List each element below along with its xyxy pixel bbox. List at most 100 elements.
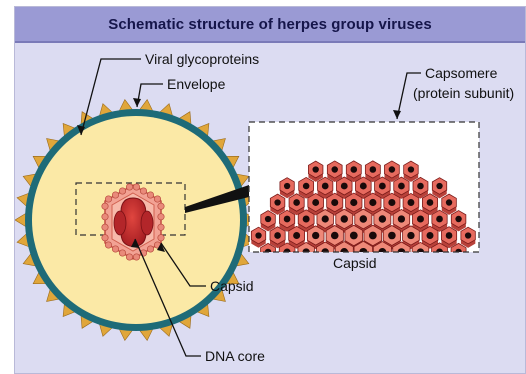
capsomere-hole <box>351 166 358 173</box>
capsomere-hole <box>293 199 300 206</box>
capsomere-hole <box>313 166 319 172</box>
arrowhead-envelope <box>133 98 141 107</box>
capsomere-hole <box>312 265 319 272</box>
capsomere <box>422 259 438 278</box>
capsid-bump <box>102 203 108 209</box>
capsomere-hole <box>389 166 396 173</box>
capsid-bump <box>158 224 164 230</box>
capsomere-hole <box>360 183 367 190</box>
capsomere-hole <box>322 183 329 190</box>
capsid-bump <box>126 254 132 260</box>
capsomere-hole <box>407 265 414 272</box>
capsomere-hole <box>427 199 434 206</box>
capsomere-hole <box>303 216 310 223</box>
capsid-bump <box>147 246 153 252</box>
capsid-bump <box>158 203 164 209</box>
capsomere-side <box>307 263 324 283</box>
capsid-bump <box>102 214 108 220</box>
capsomere-hole <box>331 199 338 206</box>
capsomere <box>383 258 401 279</box>
capsid-bump <box>102 224 108 230</box>
capsomere-side <box>289 263 305 282</box>
capsomere-hole <box>379 183 386 190</box>
capsomere-hole <box>255 232 261 238</box>
capsomere-hole <box>417 183 424 190</box>
capsomere-side <box>402 263 419 283</box>
capsomere-side <box>441 264 456 282</box>
capsid-bump <box>126 184 132 190</box>
capsomere-hole <box>331 166 337 172</box>
label-envelope: Envelope <box>167 76 226 92</box>
capsid-bump <box>119 188 125 194</box>
capsomere-hole <box>417 215 424 222</box>
label-dna-core: DNA core <box>205 348 265 364</box>
capsomere-hole <box>284 183 290 189</box>
label-capsid-inset: Capsid <box>333 255 377 271</box>
capsomere-hole <box>446 199 452 205</box>
capsomere-hole <box>446 232 453 239</box>
capsomere-side <box>422 263 438 282</box>
capsomere-hole <box>341 215 348 222</box>
capsomere-hole <box>379 215 386 222</box>
capsomere-hole <box>350 232 358 240</box>
capsomere-hole <box>426 265 433 272</box>
capsomere-hole <box>322 215 329 222</box>
capsomere-hole <box>341 183 348 190</box>
capsomere-hole <box>303 183 310 190</box>
dna-core-lobe-right <box>141 211 153 235</box>
label-capsid: Capsid <box>210 278 254 294</box>
capsid-bump <box>102 235 108 241</box>
capsomere <box>307 259 324 279</box>
capsomere-hole <box>331 232 339 240</box>
capsomere-hole <box>465 232 471 238</box>
capsomere-hole <box>360 215 368 223</box>
leader-envelope <box>137 84 163 107</box>
label-viral-glycoproteins: Viral glycoproteins <box>145 51 259 67</box>
label-capsomere: Capsomere <box>425 65 498 81</box>
capsomere-hole <box>369 232 377 240</box>
capsomere-hole <box>455 216 461 222</box>
capsomere-hole <box>407 232 414 239</box>
capsomere-hole <box>255 265 261 271</box>
capsomere-side <box>383 262 401 283</box>
capsomere-hole <box>436 216 443 223</box>
capsomere-side <box>461 264 476 281</box>
capsomere-hole <box>274 199 280 205</box>
capsomere-hole <box>274 232 281 239</box>
capsid-bump <box>105 242 111 248</box>
capsid-bump <box>140 188 146 194</box>
capsomere-hole <box>350 199 357 206</box>
capsomere-hole <box>398 183 405 190</box>
capsid-bump <box>154 196 160 202</box>
capsomere-hole <box>407 199 414 206</box>
capsomere-hole <box>293 232 300 239</box>
capsid-bump <box>112 192 118 198</box>
capsomere-hole <box>408 166 414 172</box>
capsomere-side <box>270 264 285 282</box>
capsomere-hole <box>388 265 396 273</box>
capsomere <box>461 260 476 277</box>
capsomere-hole <box>284 216 291 223</box>
capsomere-hole <box>369 199 376 206</box>
capsomere-hole <box>446 265 453 272</box>
capsomere-hole <box>370 166 377 173</box>
arrowhead-capsomere <box>393 110 401 119</box>
capsomere-hole <box>465 265 471 271</box>
capsomere-hole <box>293 265 300 272</box>
capsomere-hole <box>312 199 319 206</box>
capsid-bump <box>147 192 153 198</box>
capsid-bump <box>112 246 118 252</box>
capsid-bump <box>133 184 139 190</box>
capsomere <box>402 259 419 279</box>
label-capsomere-subtitle: (protein subunit) <box>413 85 514 101</box>
herpes-virus-diagram: Viral glycoproteins Envelope Capsomere (… <box>15 7 526 374</box>
capsid-bump <box>133 254 139 260</box>
diagram-frame: Schematic structure of herpes group viru… <box>14 6 526 374</box>
capsid-bump <box>158 235 164 241</box>
capsomere-hole <box>398 215 405 222</box>
capsomere-hole <box>436 183 442 189</box>
capsomere-hole <box>312 232 319 239</box>
capsomere <box>270 260 285 278</box>
capsid-bump <box>119 250 125 256</box>
capsomere-hole <box>265 216 271 222</box>
